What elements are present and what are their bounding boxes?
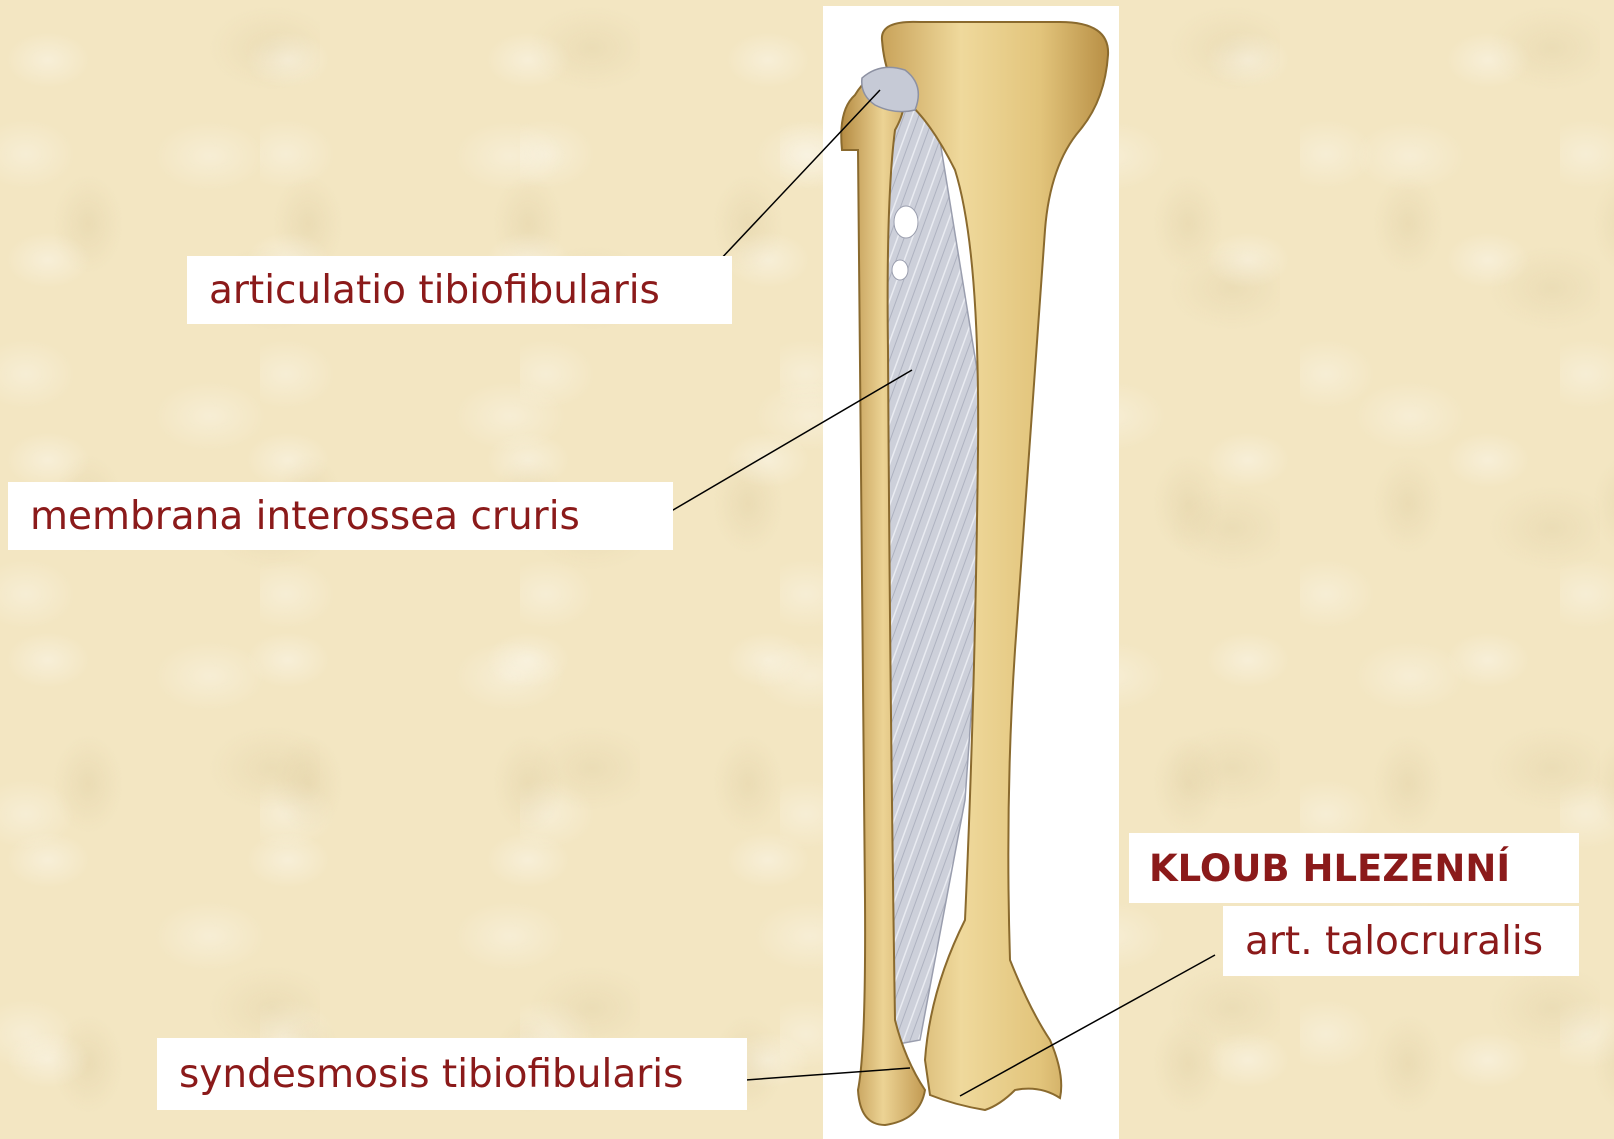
leader-articulatio (718, 90, 880, 262)
foramen-lower (892, 260, 908, 280)
heading-kloub-hlezenni: KLOUB HLEZENNÍ (1129, 833, 1579, 903)
label-articulatio-tibiofibularis: articulatio tibiofibularis (187, 256, 732, 324)
label-art-talocruralis: art. talocruralis (1223, 906, 1579, 976)
label-syndesmosis-tibiofibularis: syndesmosis tibiofibularis (157, 1038, 747, 1110)
foramen-upper (894, 206, 918, 238)
label-membrana-interossea-cruris: membrana interossea cruris (8, 482, 673, 550)
